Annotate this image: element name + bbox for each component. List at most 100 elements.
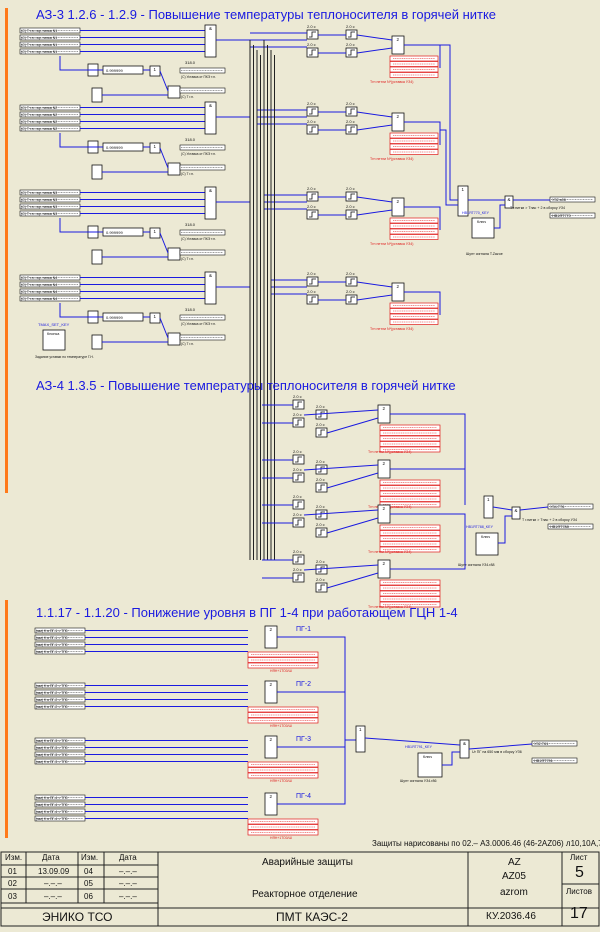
stamp-document-number: КУ.2036.46 [486,911,536,922]
timer-symbol [348,49,355,56]
wire [356,34,393,41]
output-tag-red [247,767,319,773]
temperature-input-label: (C) Т г.н. гор. нитка N3 [21,205,57,209]
level-input-label: (мм) Н в ПГ-1 < ТП0 [36,650,68,654]
wire [159,147,169,169]
or-gate-block-label: 1 [359,727,362,732]
key-tag-label: НВ1ЯТ791_KEY [405,745,433,749]
temperature-input-label: (C) Т г.н. гор. нитка N2 [21,120,57,124]
comparator-block-label: & [209,188,212,193]
wire [277,739,356,748]
and-gate-block [511,506,521,520]
timer-symbol [348,193,355,200]
timer-block [306,106,319,117]
wire [390,513,466,520]
red-output-caption: Тгн петли N*(уставка УЗ4) [368,550,411,554]
gate-block-label: 1 [154,144,157,149]
timer-symbol [295,474,302,481]
comparator-block-label: & [209,103,212,108]
wire [159,70,169,92]
heading-az3: АЗ-3 1.2.6 - 1.2.9 - Повышение температу… [36,7,497,22]
wire [356,294,393,301]
wire [404,121,441,145]
temperature-source-label: (C) Т г.н. [181,95,194,99]
delay-label: 2.0 с [293,449,302,454]
stamp-code-1: AZ [508,857,521,868]
output-tag-red [247,818,319,825]
timer-block [315,527,328,538]
timer-symbol [309,108,316,115]
wire [390,468,466,505]
delay-label: 2.0 с [307,204,316,209]
timer-symbol [348,278,355,285]
or-gate-block [355,725,366,753]
stamp-row-izm: 01 [8,867,17,876]
footnote: Защиты нарисованы по 02.– А3.0006.46 (46… [372,839,600,848]
wire [159,232,169,254]
wire [468,743,533,750]
wire [59,218,103,233]
stamp-sheet-label: Лист [570,853,588,862]
delay-label: 2.0 с [307,289,316,294]
temperature-input-label: (C) Т г.н. гор. нитка N2 [21,113,57,117]
timer-block [306,276,319,287]
steam-generator-label: ПГ-1 [296,626,311,633]
and-gate-block-label: & [463,741,466,746]
stamp-company: ЭНИКО ТСО [42,910,113,924]
timer-block [292,399,305,410]
wire [356,47,393,54]
temperature-source-label: (C) Т г.н. [181,257,194,261]
wire [59,56,103,71]
steam-generator-label: ПГ-4 [296,793,311,800]
level-input-label: (мм) Н в ПГ-3 < ТП0 [36,746,68,750]
temperature-input-label: (C) Т г.н. гор. нитка N3 [21,198,57,202]
delay-label: 2.0 с [293,394,302,399]
timer-symbol [309,193,316,200]
timer-symbol [318,466,325,473]
wire [356,111,393,118]
comparator-block [204,24,217,58]
setpoint-source-label: (C) Уставка от ПКЭ т.н. [181,237,216,241]
level-input-label: (мм) Н в ПГ-4 < ТП0 [36,796,68,800]
stamp-row-date: 13.09.09 [38,867,70,876]
stamp-sheets-total: 17 [570,905,588,922]
title-block-grid [0,851,600,927]
timer-symbol [318,484,325,491]
comparator-block-label: & [209,273,212,278]
timer-symbol [295,556,302,563]
temperature-source-label: (C) Т г.н. [181,172,194,176]
delay-label: 2.0 с [316,404,325,409]
stamp-header-izm: Изм. [5,853,23,862]
switch-block [167,85,181,99]
key-block [417,752,443,778]
delay-label: 2.0 с [346,271,355,276]
stamp-header-izm2: Изм. [81,853,99,862]
output-tag-red [247,651,319,658]
switch-block [167,162,181,176]
steam-generator-label: ПГ-3 [296,736,311,743]
stamp-header-date2: Дата [119,853,137,862]
timer-symbol [309,31,316,38]
timer-block [345,276,358,287]
wire [326,417,379,434]
comparator-block [204,271,217,305]
output-tag-red [247,829,319,836]
output-tag-label: НВ1ЯТ791 [534,759,553,763]
red-output-caption: НЯН+1ТО0/Ш [270,836,292,840]
delay-label: 2.0 с [293,494,302,499]
timer-block [306,191,319,202]
temperature-source-label: (C) Т г.н. [181,342,194,346]
output-tag-red [247,706,319,713]
and-gate-block-label: 2 [270,627,273,632]
stamp-title: Аварийные защиты [262,857,353,868]
delay-label: 2.0 с [307,42,316,47]
output-tag-red [247,662,319,669]
timer-block [306,294,319,305]
wire [440,129,458,206]
output-tag-label: УЗ2.Т61 [534,742,548,746]
temperature-input-label: (C) Т г.н. гор. нитка N3 [21,212,57,216]
level-input-label: (мм) Н в ПГ-4 < ТП0 [36,803,68,807]
timer-block [315,427,328,438]
red-output-caption: НЯН+1ТО0/Ш [270,669,292,673]
timer-symbol [295,419,302,426]
